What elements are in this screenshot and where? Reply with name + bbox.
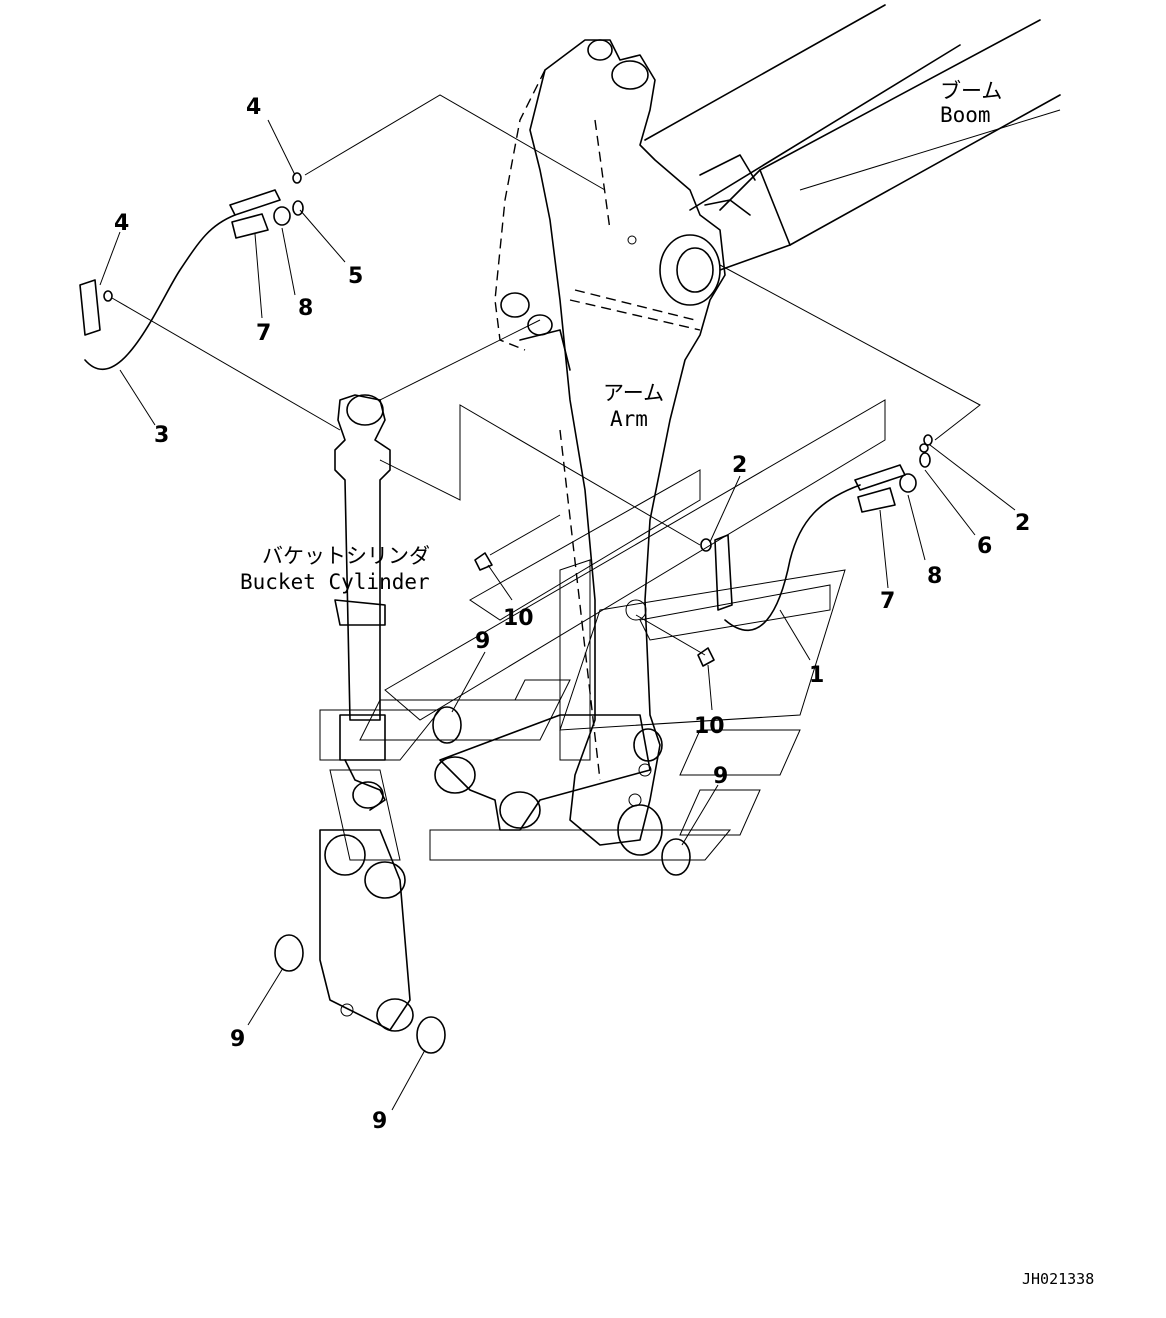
callout-9-right: 9 bbox=[713, 764, 728, 789]
callout-4-top: 4 bbox=[246, 95, 261, 120]
cylinder-label-en: Bucket Cylinder bbox=[240, 570, 430, 594]
callout-9-upper: 9 bbox=[475, 629, 490, 654]
boom-label-jp: ブーム bbox=[940, 79, 1002, 103]
callout-2-mid: 2 bbox=[732, 453, 747, 478]
boom bbox=[644, 4, 1061, 271]
callout-8-right: 8 bbox=[927, 564, 942, 589]
small-parts bbox=[274, 552, 715, 1054]
left-hose-assembly bbox=[79, 172, 304, 370]
arm bbox=[494, 39, 751, 856]
watermark-logo bbox=[319, 399, 886, 861]
callout-1: 1 bbox=[809, 663, 824, 688]
boom-label-en: Boom bbox=[940, 103, 991, 127]
bucket-cylinder bbox=[334, 394, 391, 811]
callout-7-right: 7 bbox=[880, 589, 895, 614]
right-hose-assembly bbox=[700, 434, 933, 632]
leader-lines bbox=[99, 119, 1016, 1111]
callout-5: 5 bbox=[348, 264, 363, 289]
assembly-lines bbox=[111, 94, 981, 656]
callout-4-left: 4 bbox=[114, 211, 129, 236]
cylinder-label-jp: バケットシリンダ bbox=[262, 544, 430, 568]
callout-7-left: 7 bbox=[256, 321, 271, 346]
callout-10-right: 10 bbox=[694, 714, 725, 739]
callout-9-lower-left: 9 bbox=[230, 1027, 245, 1052]
arm-label-en: Arm bbox=[610, 407, 648, 431]
callout-10-left: 10 bbox=[503, 606, 534, 631]
callout-6: 6 bbox=[977, 534, 992, 559]
callout-9-bottom: 9 bbox=[372, 1109, 387, 1134]
callout-2-right: 2 bbox=[1015, 511, 1030, 536]
callout-8-left: 8 bbox=[298, 296, 313, 321]
arm-label-jp: アーム bbox=[603, 381, 664, 405]
drawing-code: JH021338 bbox=[1022, 1270, 1094, 1288]
callout-3: 3 bbox=[154, 423, 169, 448]
bucket-link bbox=[319, 714, 651, 1032]
